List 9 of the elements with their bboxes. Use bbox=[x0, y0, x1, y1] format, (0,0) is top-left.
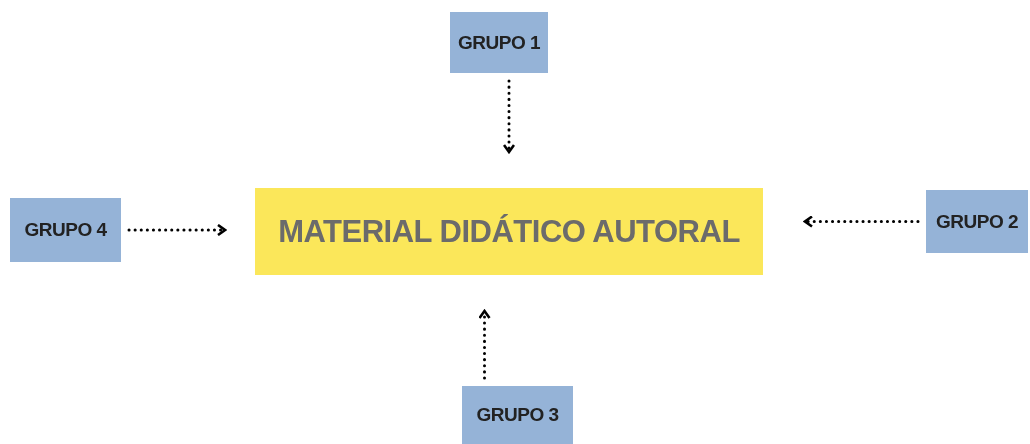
dotted-arrow bbox=[502, 79, 516, 154]
main-topic-box: MATERIAL DIDÁTICO AUTORAL bbox=[255, 188, 763, 275]
dotted-arrow bbox=[127, 223, 227, 237]
dotted-arrow bbox=[803, 215, 920, 228]
group-box: GRUPO 4 bbox=[10, 198, 121, 262]
group-box: GRUPO 1 bbox=[450, 12, 548, 73]
group-box: GRUPO 2 bbox=[926, 190, 1028, 253]
dotted-arrow bbox=[478, 309, 491, 380]
group-box: GRUPO 3 bbox=[462, 386, 573, 444]
